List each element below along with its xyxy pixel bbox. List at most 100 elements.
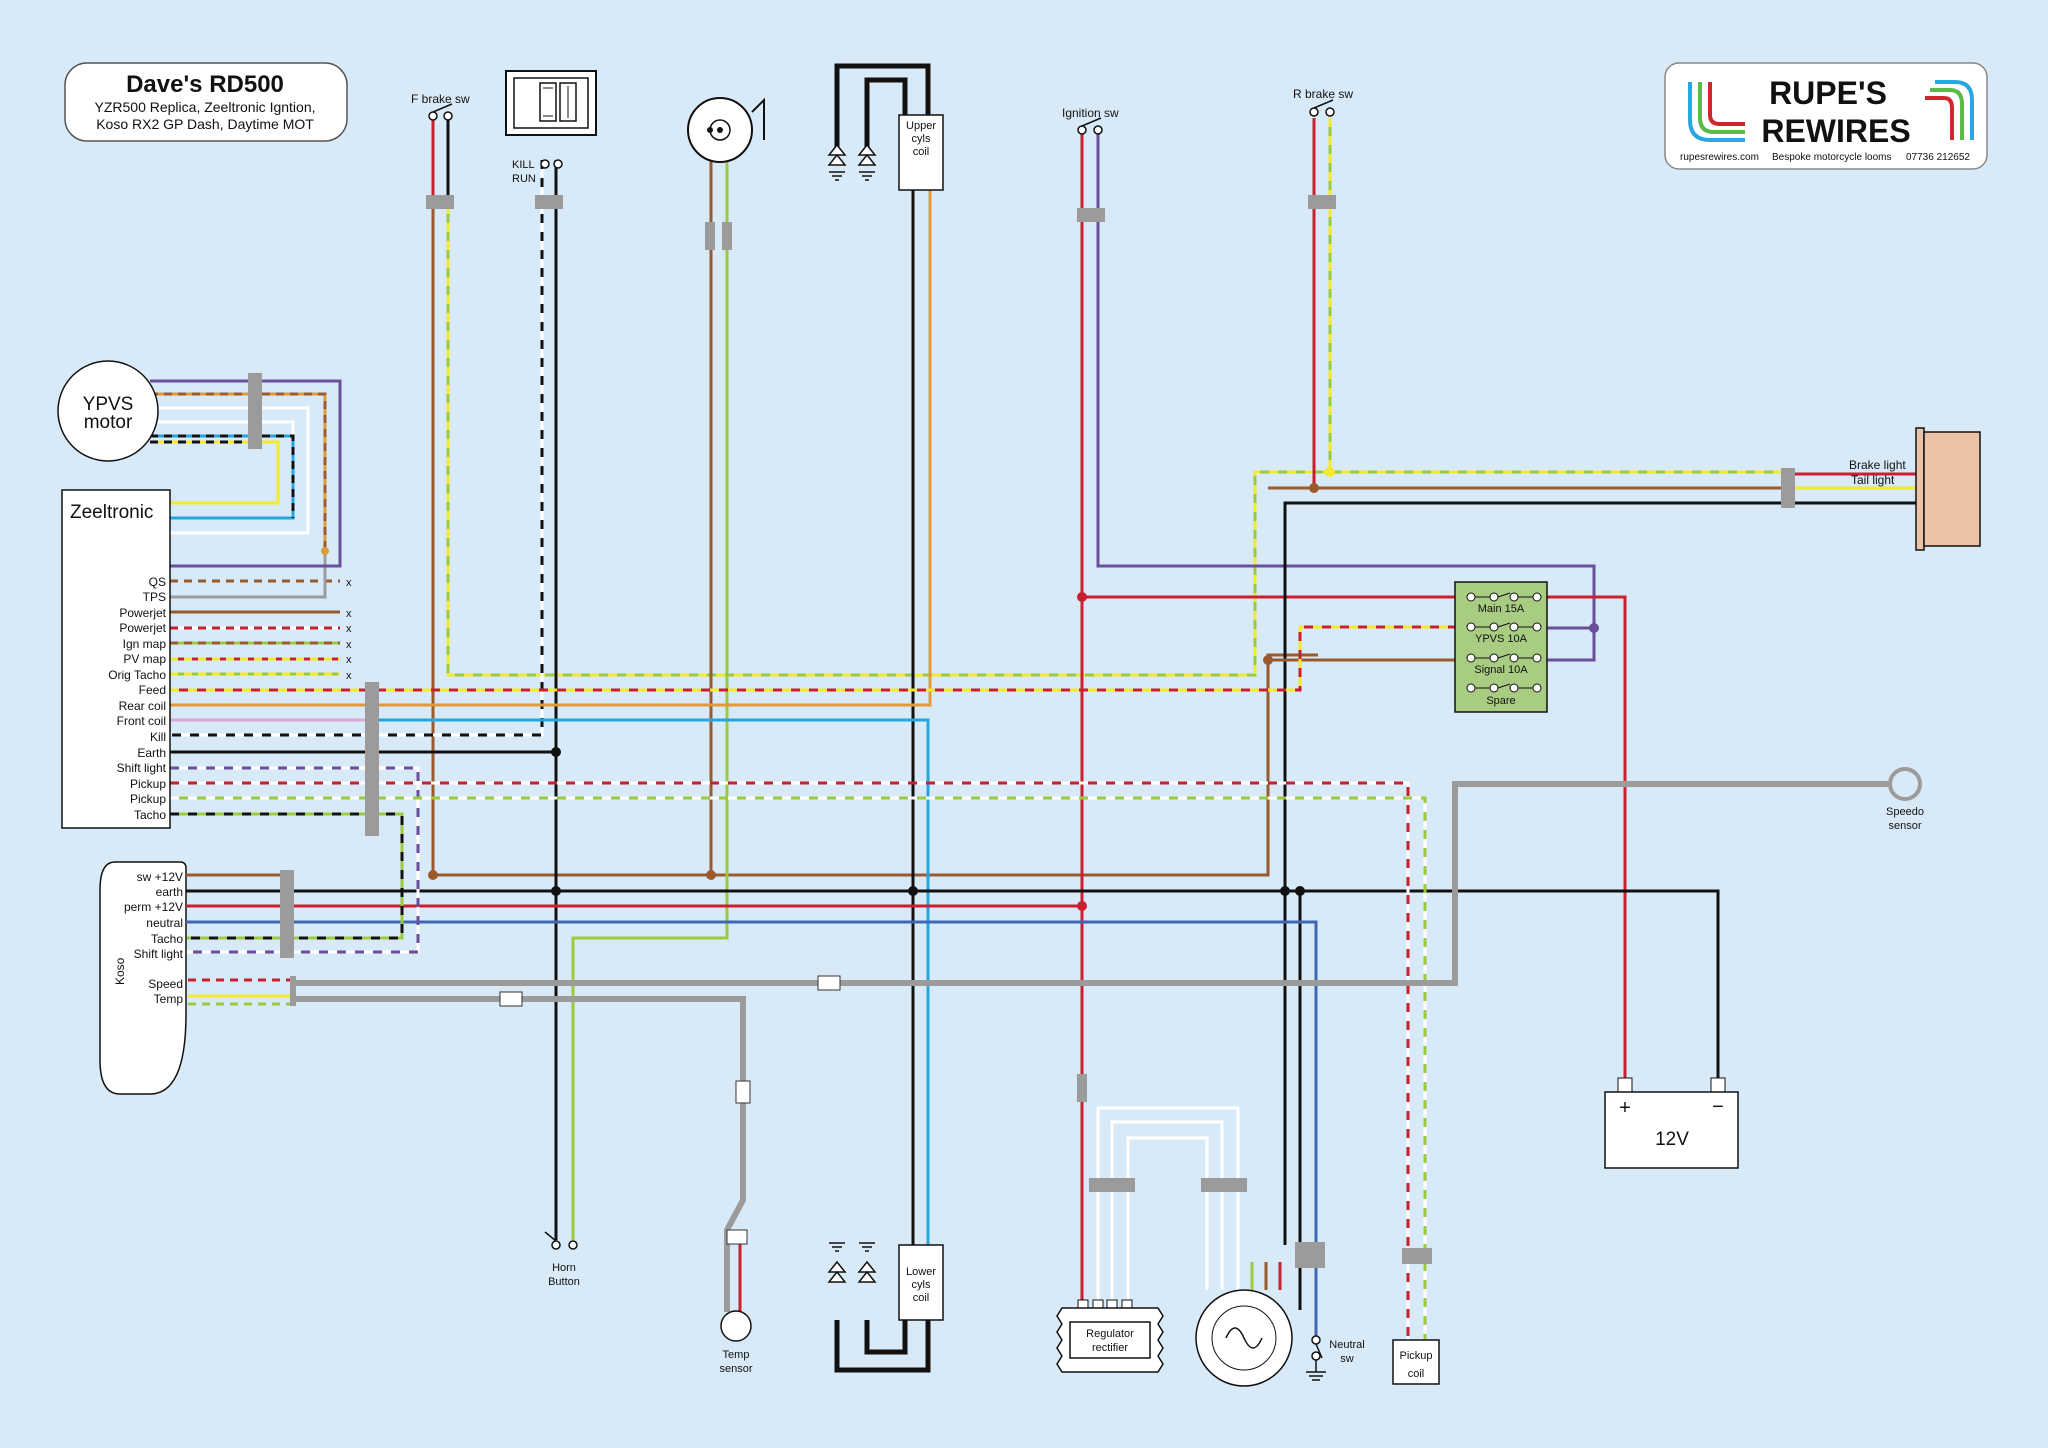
logo-stripe	[1935, 80, 1974, 140]
diagram-title: Dave's RD500	[126, 71, 284, 98]
lower-coil-body	[898, 1244, 944, 1321]
fuse-terminal	[1489, 653, 1499, 663]
switch-terminal	[553, 159, 563, 169]
wire-ypvs-brown-dash	[150, 392, 327, 548]
temp-sensor-label: sensor	[719, 1363, 752, 1375]
wire-tail-black	[1283, 501, 1916, 1245]
horn-button-label: Horn	[552, 1262, 576, 1274]
upper-coil: Upper cyls coil	[827, 114, 944, 191]
switch-button	[539, 82, 557, 122]
tail-lamp-bracket	[1915, 427, 1925, 551]
upper-coil-label: cyls	[912, 133, 931, 145]
zeeltronic-pin-labels: QS TPS Powerjet Powerjet Ign map PV map …	[108, 575, 166, 822]
connectors	[248, 195, 1795, 1268]
logo-frame	[1664, 62, 1988, 170]
wire-front-coil-blue	[372, 718, 930, 1245]
temp-sensor: Temp sensor	[719, 1310, 753, 1375]
spark-plug-symbols	[827, 143, 877, 181]
logo-tagline: Bespoke motorcycle looms	[1772, 152, 1892, 163]
fuse-label: Signal 10A	[1474, 664, 1528, 676]
reg-pin	[1121, 1299, 1133, 1309]
fuse-terminal	[1532, 653, 1542, 663]
switch-terminal	[443, 111, 453, 121]
wire-main-red	[1082, 595, 1627, 1078]
battery-terminal	[1710, 1077, 1726, 1093]
fuse-terminal	[1489, 622, 1499, 632]
fuse-label: Spare	[1486, 695, 1515, 707]
upper-coil-label: coil	[913, 146, 930, 158]
junction-dot	[1325, 467, 1335, 477]
switch-terminal	[568, 1240, 578, 1250]
koso-body	[99, 861, 187, 1095]
r-brake-switch-label: R brake sw	[1293, 87, 1353, 101]
reg-pin	[1077, 1299, 1089, 1309]
spark-plug-symbols	[827, 1242, 877, 1283]
kill-switch: KILL RUN	[505, 70, 597, 185]
koso-pin-label: Tacho	[151, 932, 183, 946]
wire-ypvs-purple-loop	[150, 379, 342, 568]
upper-coil-body	[898, 114, 944, 191]
koso-dash: Koso sw +12V earth perm +12V neutral Tac…	[99, 861, 187, 1095]
koso-pin-label: Shift light	[134, 947, 184, 961]
koso-pin-label: neutral	[146, 916, 183, 930]
fuse-terminal	[1509, 622, 1519, 632]
junction-dot	[1589, 623, 1599, 633]
reg-pins	[1077, 1299, 1133, 1309]
wire-koso-earth-black	[175, 889, 1720, 1078]
neutral-switch-label: sw	[1340, 1353, 1354, 1365]
koso-pin-label: sw +12V	[137, 870, 183, 884]
spark-plug-icon	[857, 143, 877, 181]
fuse-terminal	[1509, 592, 1519, 602]
logo-stripe	[1930, 88, 1964, 140]
switch-contact	[544, 1231, 557, 1242]
connector-ypvs	[248, 373, 262, 449]
brake-light-label: Brake light	[1849, 458, 1906, 472]
fuse-terminal	[1509, 683, 1519, 693]
horn	[687, 97, 765, 163]
title-box: Dave's RD500 YZR500 Replica, Zeeltronic …	[64, 62, 348, 142]
connector-pickup	[1402, 1248, 1432, 1264]
diagram-subtitle-line: YZR500 Replica, Zeeltronic Igntion,	[95, 99, 316, 115]
pickup-coil: Pickup coil	[1392, 1339, 1440, 1385]
f-brake-switch: F brake sw	[411, 92, 470, 121]
wire-shift-white	[170, 766, 420, 954]
ac-sine-icon	[1225, 1327, 1263, 1349]
switch-contact	[1313, 99, 1334, 109]
junction-dot	[1077, 592, 1087, 602]
wire-lower-coil-loop-inner	[864, 1320, 908, 1355]
horn-bracket	[751, 97, 765, 140]
logo-name-line: RUPE'S	[1769, 75, 1887, 111]
speedo-sensor-label: Speedo	[1886, 806, 1924, 818]
zeeltronic-pin-label: Rear coil	[119, 699, 166, 713]
logo-stripe	[1688, 82, 1745, 142]
junction-dot	[1077, 901, 1087, 911]
lower-coil-label: coil	[913, 1292, 930, 1304]
wire-ignition-purple	[1096, 130, 1596, 662]
battery-minus: −	[1712, 1096, 1724, 1118]
logo-stripe	[1708, 82, 1745, 126]
wire-neutral-blue	[175, 920, 1318, 1338]
horn-dot	[717, 127, 723, 133]
horn-button-label: Button	[548, 1276, 580, 1288]
fuse-link	[1475, 622, 1533, 628]
switch-terminal	[1077, 125, 1087, 135]
wire-upper-coil-loop-outer	[834, 63, 931, 150]
koso-pin-wires	[186, 873, 280, 924]
switch-terminal	[1311, 1351, 1321, 1361]
ignition-switch: Ignition sw	[1062, 106, 1119, 135]
switch-terminal	[540, 159, 550, 169]
fuse-terminal	[1489, 592, 1499, 602]
fuse-terminal	[1532, 592, 1542, 602]
logo-stripe	[1925, 96, 1954, 140]
koso-pin-label: earth	[156, 885, 183, 899]
fuse-row: Main 15A	[1466, 592, 1542, 615]
no-connect-mark: x	[346, 670, 352, 682]
fuse-terminal	[1466, 622, 1476, 632]
switch-terminal	[551, 1240, 561, 1250]
junction-dot	[1263, 655, 1273, 665]
diagram-subtitle-line: Koso RX2 GP Dash, Daytime MOT	[96, 116, 314, 132]
regulator-rectifier: Regulator rectifier	[1056, 1299, 1164, 1373]
regulator-plate	[1069, 1321, 1151, 1359]
logo-phone: 07736 212652	[1906, 152, 1970, 163]
rupes-rewires-logo: RUPE'S REWIRES rupesrewires.com Bespoke …	[1664, 62, 1988, 170]
